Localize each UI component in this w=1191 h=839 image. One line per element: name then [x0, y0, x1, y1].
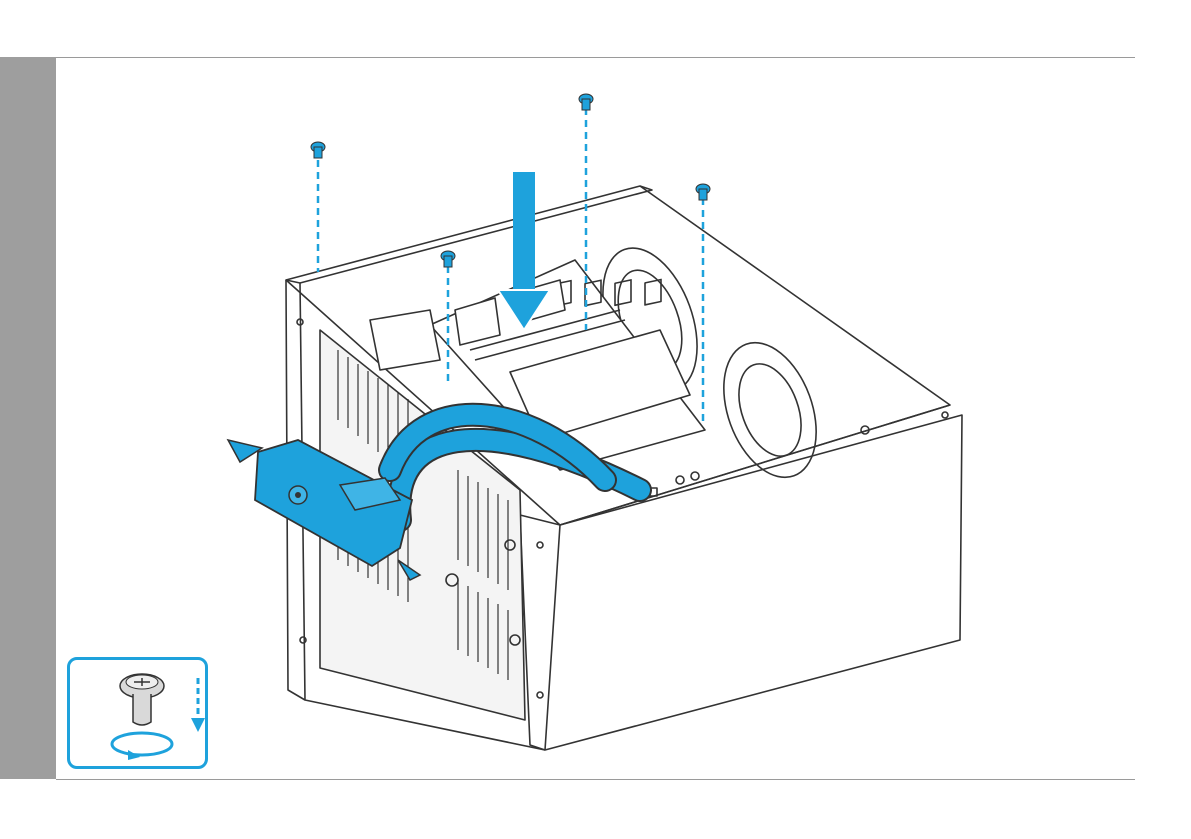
bottom-rule — [56, 779, 1135, 780]
page-sidebar — [0, 57, 56, 779]
rotate-icon — [112, 733, 172, 760]
installation-illustration — [56, 58, 1135, 779]
screw-icon — [120, 674, 164, 725]
down-arrow-icon — [191, 678, 205, 732]
screw-legend — [67, 657, 208, 769]
